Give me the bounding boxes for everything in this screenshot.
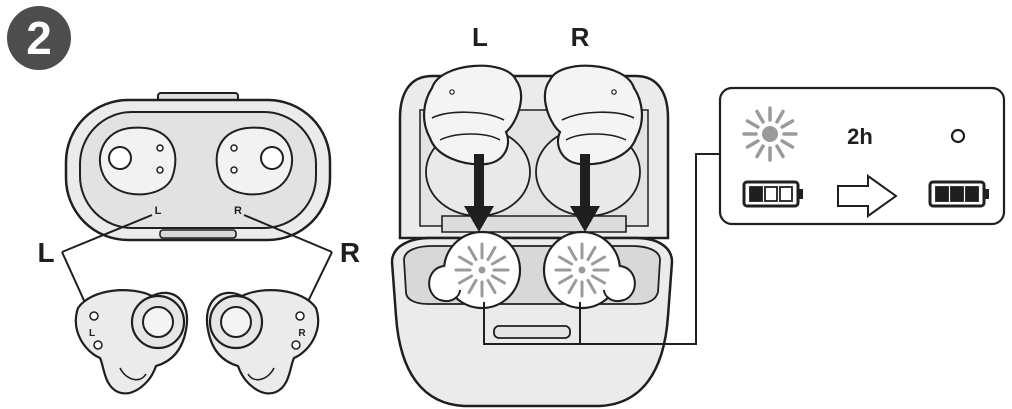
blink-ray bbox=[775, 109, 785, 124]
blink-ray bbox=[567, 278, 578, 295]
earbud-left: L bbox=[74, 289, 189, 395]
connector-line-to-box bbox=[580, 153, 720, 345]
blink-ray bbox=[486, 278, 497, 295]
battery-full-icon bbox=[928, 180, 989, 208]
case-label-right: R bbox=[234, 205, 242, 217]
arrow-right-icon bbox=[837, 174, 898, 218]
blink-ray bbox=[557, 255, 574, 266]
top-label-left: L bbox=[472, 22, 488, 52]
blink-ray bbox=[745, 119, 760, 129]
battery-cell bbox=[779, 186, 793, 202]
blink-ray bbox=[567, 245, 578, 262]
blink-ray bbox=[490, 255, 507, 266]
seated-earbud-left bbox=[428, 230, 522, 310]
connector-line bbox=[483, 302, 581, 345]
charge-info-box: 2h bbox=[718, 86, 1006, 226]
battery-cell bbox=[950, 186, 964, 202]
blinking-led-icon bbox=[742, 106, 798, 162]
blink-ray bbox=[557, 274, 574, 285]
blink-ray bbox=[775, 144, 785, 159]
earbud-right: R bbox=[205, 289, 320, 395]
battery-cell bbox=[764, 186, 778, 202]
blink-ray bbox=[590, 274, 607, 285]
battery-cell bbox=[935, 186, 949, 202]
blink-ray bbox=[457, 255, 474, 266]
case-top-view: L R bbox=[64, 92, 332, 242]
blink-ray bbox=[457, 274, 474, 285]
top-label-right: R bbox=[571, 22, 590, 52]
step-badge: 2 bbox=[7, 6, 71, 70]
blink-ray bbox=[780, 139, 795, 149]
insert-arrow-left bbox=[464, 154, 494, 232]
battery-low-icon bbox=[742, 180, 803, 208]
battery-cell bbox=[965, 186, 979, 202]
battery-cell bbox=[749, 186, 763, 202]
step-number: 2 bbox=[26, 12, 52, 64]
earbud-label-right: R bbox=[298, 328, 306, 339]
callout-label-left: L bbox=[37, 237, 54, 268]
blink-ray bbox=[490, 274, 507, 285]
blink-ray bbox=[586, 278, 597, 295]
blink-ray bbox=[586, 245, 597, 262]
blink-ray bbox=[780, 119, 795, 129]
blink-ray bbox=[467, 278, 478, 295]
blink-ray bbox=[467, 245, 478, 262]
earbud-top-left bbox=[423, 64, 523, 166]
blink-ray bbox=[755, 109, 765, 124]
charge-duration: 2h bbox=[847, 124, 873, 149]
insert-arrow-right bbox=[570, 154, 600, 232]
blink-ray bbox=[486, 245, 497, 262]
case-label-left: L bbox=[155, 205, 162, 217]
blink-ray bbox=[745, 139, 760, 149]
blink-ray bbox=[590, 255, 607, 266]
blink-ray bbox=[755, 144, 765, 159]
earbud-label-left: L bbox=[89, 328, 95, 339]
callout-label-right: R bbox=[340, 237, 360, 268]
earbud-top-right bbox=[543, 64, 643, 166]
seated-earbud-right bbox=[542, 230, 636, 310]
led-off-icon bbox=[950, 128, 966, 144]
